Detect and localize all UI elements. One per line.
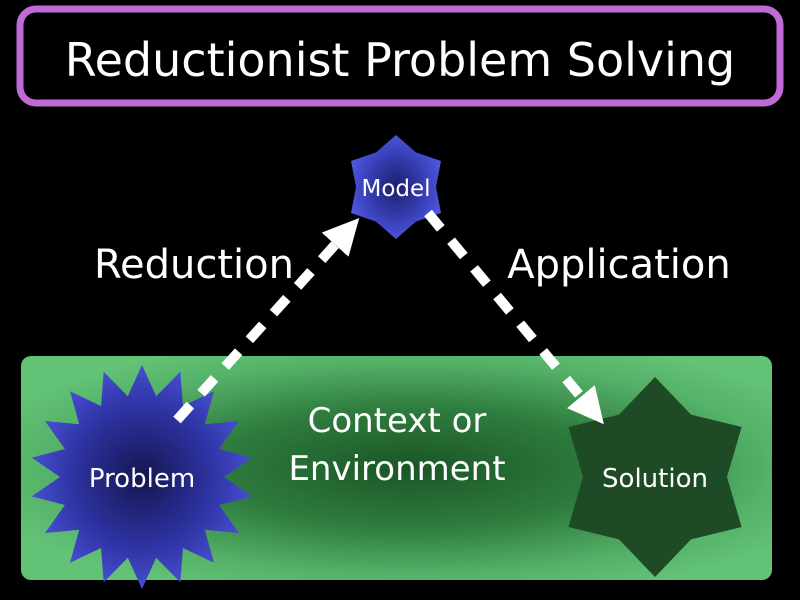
reduction-label: Reduction — [94, 242, 294, 288]
model-node — [351, 135, 441, 239]
diagram-title: Reductionist Problem Solving — [65, 33, 736, 87]
reduction-arrow — [173, 217, 360, 424]
model-label: Model — [361, 176, 430, 202]
solution-node — [568, 377, 742, 577]
application-label: Application — [507, 242, 731, 288]
solution-label: Solution — [602, 464, 708, 494]
context-label-line2: Environment — [288, 449, 505, 489]
problem-label: Problem — [89, 464, 195, 494]
problem-node — [31, 365, 253, 589]
application-arrow — [424, 209, 604, 425]
context-label-line1: Context or — [308, 401, 487, 441]
title-frame — [16, 5, 784, 107]
